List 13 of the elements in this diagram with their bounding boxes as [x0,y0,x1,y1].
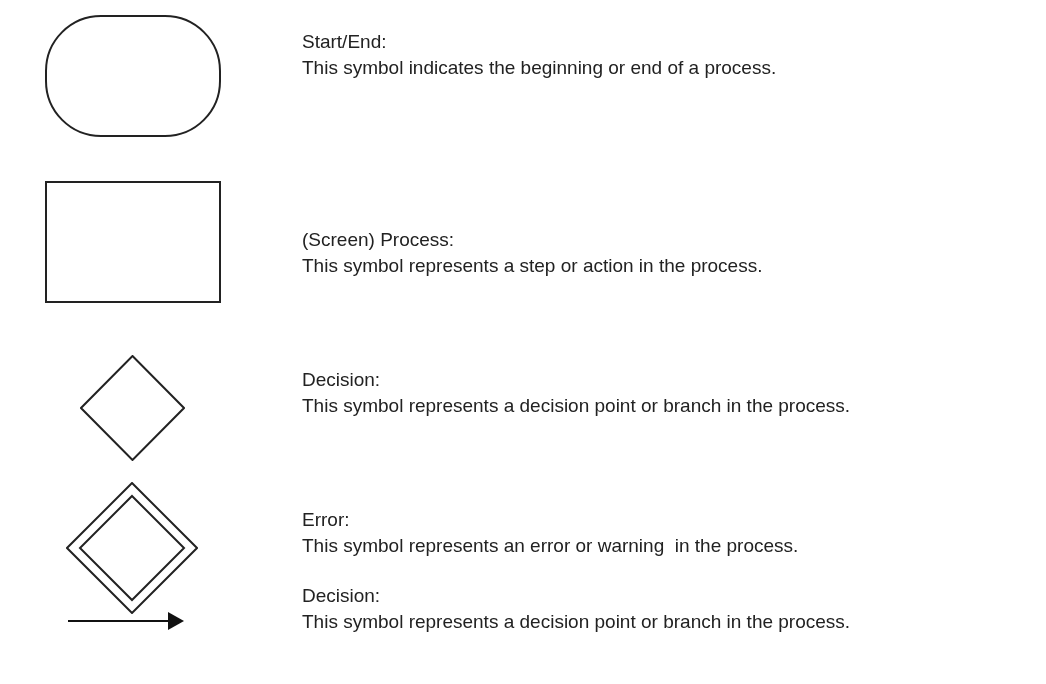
legend-heading: Error: [302,510,351,530]
process-symbol [45,181,221,303]
legend-heading: Start/End: [302,32,388,52]
legend-heading: (Screen) Process: [302,230,456,250]
legend-heading: Decision: [302,586,382,606]
legend-heading: Decision: [302,370,382,390]
error-symbol [66,482,198,614]
legend-description: This symbol indicates the beginning or end of a process. [302,58,777,78]
legend-description: This symbol represents a step or action in the process. [302,256,763,276]
legend-description: This symbol represents a decision point or branch in the process. [302,396,851,416]
legend-description: This symbol represents an error or warning in the process. [302,536,799,556]
decision-symbol [80,355,185,461]
legend-description: This symbol represents a decision point or branch in the process. [302,612,851,632]
